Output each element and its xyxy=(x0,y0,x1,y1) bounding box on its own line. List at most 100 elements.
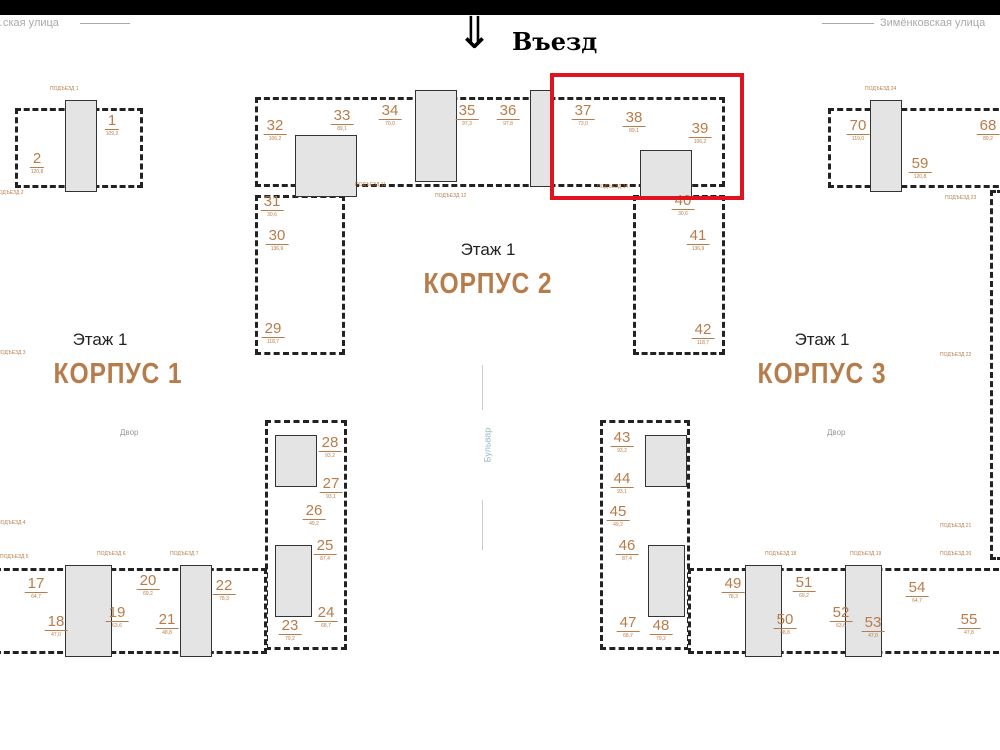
stair-core xyxy=(65,100,97,192)
street-label-right: Зимёнковская улица xyxy=(880,17,986,29)
entrance-label: ПОДЪЕЗД 7 xyxy=(170,551,199,557)
floor-label-k2: Этаж 1 xyxy=(460,240,516,259)
stair-core xyxy=(180,565,212,657)
entrance-label: ПОДЪЕЗД 23 xyxy=(945,195,977,201)
entrance-label: ПОДЪЕЗД 5 xyxy=(0,554,29,560)
unit-number: 59 xyxy=(908,156,932,173)
building-block xyxy=(990,190,1000,560)
highlight-frame xyxy=(550,73,744,200)
unit-area: 119,0 xyxy=(851,136,865,142)
entrance-label: ПОДЪЕЗД 3 xyxy=(0,350,26,356)
unit-number: 29 xyxy=(261,321,285,338)
entrance-label: ПОДЪЕЗД 4 xyxy=(0,520,26,526)
unit-area: 73,0 xyxy=(578,121,588,127)
entrance-label: ПОДЪЕЗД 24 xyxy=(865,86,897,92)
unit-area: 89,2 xyxy=(983,136,993,142)
unit-area: 79,2 xyxy=(656,636,666,642)
stair-core xyxy=(275,435,317,487)
unit-number: 1 xyxy=(104,113,120,130)
unit-area: 63,6 xyxy=(112,623,122,629)
top-bar xyxy=(0,0,1000,15)
unit-area: 48,8 xyxy=(162,630,172,636)
building-label-k3: КОРПУС 3 xyxy=(757,358,887,390)
building-block xyxy=(0,568,267,654)
unit-number: 34 xyxy=(378,103,402,120)
unit-number: 55 xyxy=(957,612,981,629)
unit-number: 43 xyxy=(610,430,634,447)
unit-number: 21 xyxy=(155,612,179,629)
unit-number: 45 xyxy=(606,504,630,521)
unit-area: 70,0 xyxy=(385,121,395,127)
unit-number: 53 xyxy=(861,615,885,632)
stair-core xyxy=(415,90,457,182)
entry-label: Въезд xyxy=(512,27,598,56)
unit-number: 49 xyxy=(721,576,745,593)
unit-area: 97,3 xyxy=(462,121,472,127)
unit-number: 19 xyxy=(105,605,129,622)
unit-area: 47,0 xyxy=(51,632,61,638)
street-line xyxy=(822,23,874,24)
unit-area: 69,2 xyxy=(143,591,153,597)
unit-number: 50 xyxy=(773,612,797,629)
unit-number: 46 xyxy=(615,538,639,555)
entrance-label: ПОДЪЕЗД 18 xyxy=(765,551,797,557)
unit-area: 93,2 xyxy=(617,448,627,454)
unit-number: 32 xyxy=(263,118,287,135)
unit-area: 68,7 xyxy=(321,623,331,629)
unit-number: 18 xyxy=(44,614,68,631)
unit-area: 47,8 xyxy=(964,630,974,636)
yard-label: Двор xyxy=(827,428,846,437)
unit-area: 118,7 xyxy=(696,340,710,346)
unit-area: 93,2 xyxy=(325,453,335,459)
unit-area: 93,1 xyxy=(617,489,627,495)
unit-number: 41 xyxy=(686,228,710,245)
unit-area: 30,6 xyxy=(267,212,277,218)
unit-area: 69,2 xyxy=(799,593,809,599)
entrance-label: ПОДЪЕЗД 11 xyxy=(355,182,386,188)
stair-core xyxy=(745,565,782,657)
